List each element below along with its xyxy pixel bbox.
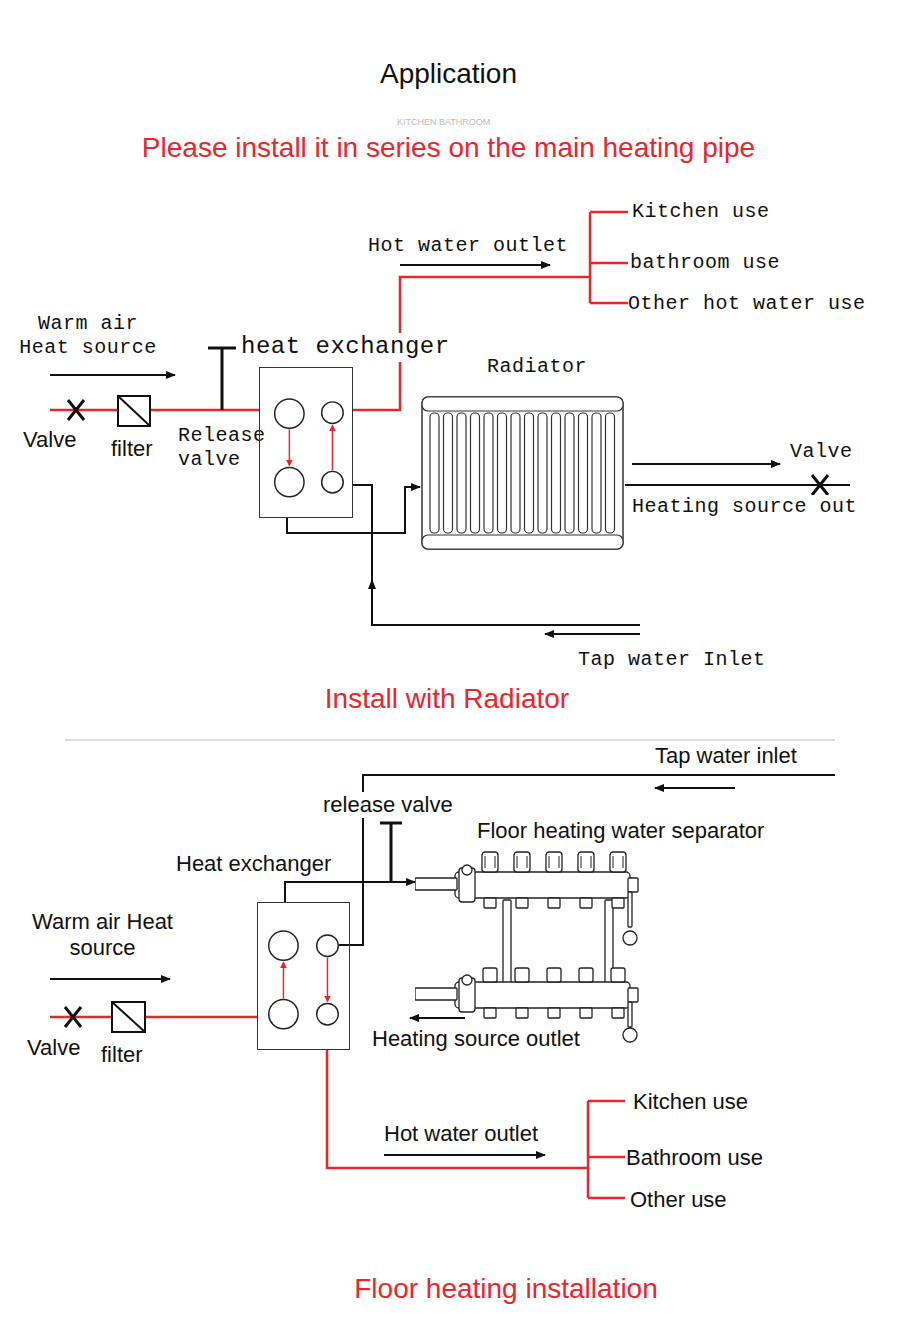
usage-label: Other use — [630, 1187, 727, 1213]
install-note: Please install it in series on the main … — [0, 131, 897, 165]
pipe-connector — [285, 882, 415, 902]
radiator-section-pipes — [50, 212, 850, 634]
water-separator: Floor heating water separator — [415, 850, 640, 1045]
section-divider — [65, 739, 835, 741]
usage-label: bathroom use — [630, 251, 780, 275]
node-title: Heat exchanger — [176, 851, 331, 877]
flow-label: Heating source out — [632, 495, 857, 519]
watermark-text: KITCHEN BATHROOM — [397, 117, 490, 128]
valve-label: Release valve — [178, 424, 278, 472]
valve-label: Valve — [790, 440, 853, 464]
flow-label: Tap water inlet — [655, 743, 797, 769]
heat-exchanger-box: Heat exchanger — [257, 902, 350, 1050]
node-title: heat exchanger — [241, 333, 450, 362]
filter-label: filter — [111, 436, 153, 462]
usage-label: Other hot water use — [628, 292, 866, 316]
filter-label: filter — [101, 1042, 143, 1068]
node-title: Radiator — [487, 355, 587, 379]
radiator: Radiator — [420, 393, 625, 553]
flow-label: Tap water Inlet — [578, 648, 766, 672]
radiator-drawing — [420, 393, 625, 553]
flow-label: Hot water outlet — [384, 1121, 538, 1147]
valve-label: release valve — [323, 792, 453, 818]
page-title: Application — [0, 57, 897, 91]
flow-label: Warm air Heat source — [12, 312, 164, 360]
flow-label: Warm air Heat source — [30, 909, 175, 962]
floor-section-pipes — [50, 775, 835, 1198]
usage-label: Kitchen use — [633, 1089, 748, 1115]
pipe-connector — [287, 487, 420, 533]
flow-label: Hot water outlet — [368, 234, 568, 258]
usage-label: Bathroom use — [626, 1145, 763, 1171]
heat-exchanger-box-drawing — [258, 903, 349, 1049]
section-heading: Install with Radiator — [0, 682, 894, 716]
valve-label: Valve — [23, 427, 76, 453]
section-heading: Floor heating installation — [112, 1272, 897, 1306]
node-title: Floor heating water separator — [477, 818, 764, 844]
flow-label: Heating source outlet — [372, 1026, 580, 1052]
usage-label: Kitchen use — [632, 200, 770, 224]
heat-exchanger-box: heat exchanger — [259, 367, 353, 518]
heat-exchanger-box-drawing — [260, 368, 352, 517]
water-separator-drawing — [415, 850, 640, 1045]
valve-label: Valve — [27, 1035, 80, 1061]
